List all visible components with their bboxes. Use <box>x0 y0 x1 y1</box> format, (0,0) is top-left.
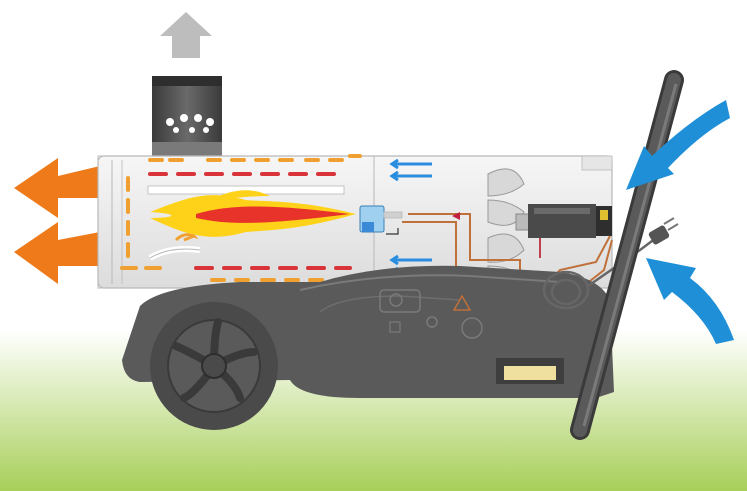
wheel-icon <box>150 302 278 430</box>
curved-arrow-icon <box>646 258 734 344</box>
flame-icon <box>150 190 356 237</box>
curved-arrow-icon <box>626 100 730 190</box>
fuel-tank-window <box>496 358 564 384</box>
warning-triangle-icon <box>452 294 472 311</box>
airflow-channels <box>120 154 362 292</box>
arrow-left-icon <box>14 158 100 218</box>
arrow-left-icon <box>14 222 100 284</box>
fan-icon <box>487 168 531 282</box>
power-cable <box>542 237 657 310</box>
motor <box>528 204 612 258</box>
chimney <box>152 76 222 166</box>
burner-nozzle <box>359 205 403 235</box>
curved-arrow-icon <box>174 227 199 242</box>
plug-icon <box>648 217 679 245</box>
arrow-up-icon <box>160 12 212 58</box>
handle <box>570 70 684 440</box>
